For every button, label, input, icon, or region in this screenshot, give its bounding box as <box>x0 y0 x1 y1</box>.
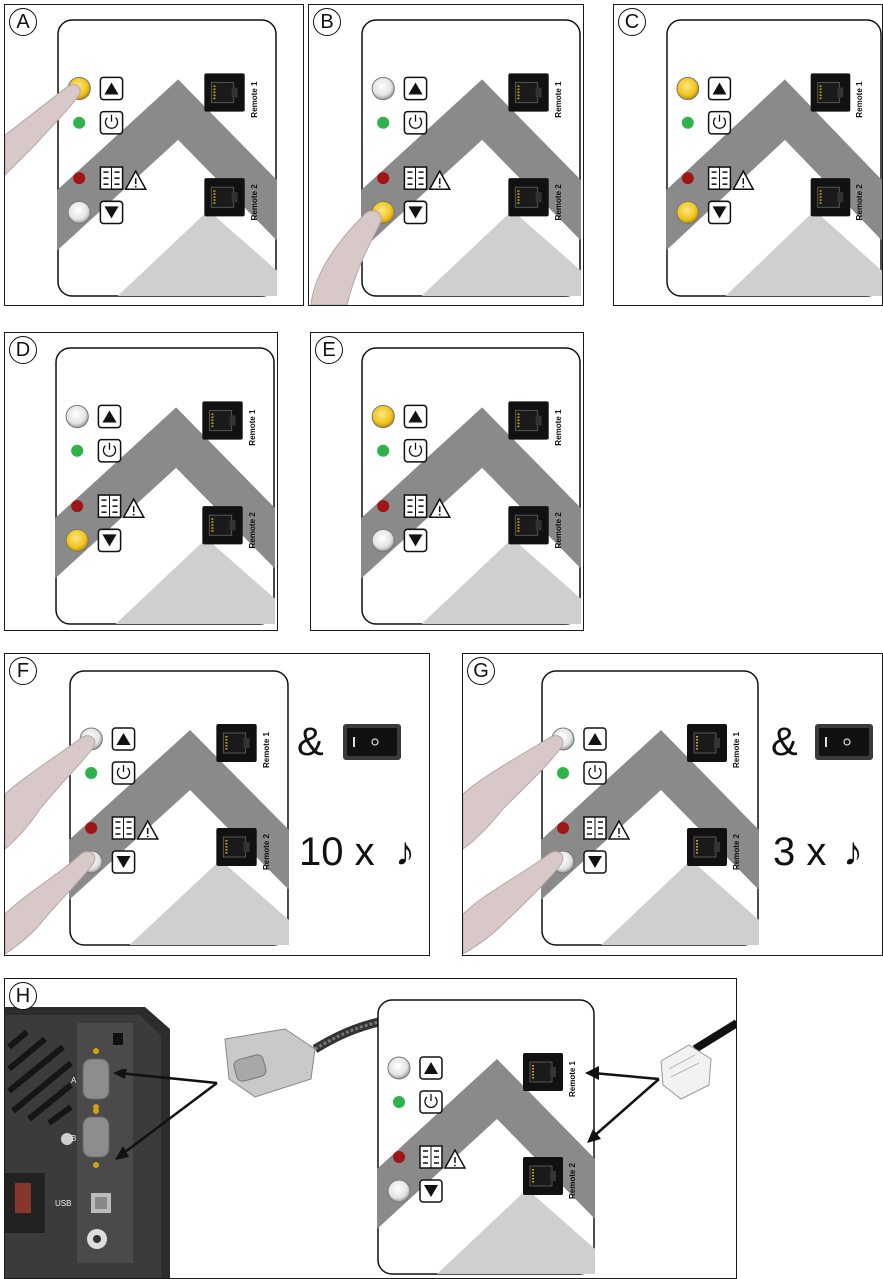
power-led <box>71 445 83 457</box>
remote-2-label: Remote 2 <box>554 184 563 221</box>
usb-label: USB <box>55 1199 71 1208</box>
port-a-label: A <box>71 1076 77 1085</box>
remote-1-jack <box>202 401 242 439</box>
panel-g: G Remote 1 Remote 2 & <box>462 653 883 956</box>
port-b-label: B <box>71 1134 76 1143</box>
serial-cable-connector <box>215 1009 385 1109</box>
pressing-finger <box>309 195 399 305</box>
power-led <box>393 1096 405 1108</box>
remote-1-jack <box>508 73 548 111</box>
power-led <box>682 117 694 129</box>
panel-a: A Remote 1 Remote 2 <box>4 4 304 306</box>
connection-arrows-left <box>105 1069 225 1169</box>
and-symbol: & <box>771 720 798 765</box>
remote-2-jack <box>202 506 242 544</box>
and-symbol: & <box>297 720 324 765</box>
remote-1-label: Remote 1 <box>250 81 259 118</box>
remote-2-jack <box>508 506 548 544</box>
panel-letter: E <box>315 336 343 364</box>
panel-letter: F <box>9 657 37 685</box>
remote-1-label: Remote 1 <box>248 409 257 446</box>
panel-letter: C <box>618 8 646 36</box>
panel-d: D Remote 1 Remote 2 <box>4 332 278 631</box>
controller-panel: Remote 1 Remote 2 <box>377 999 595 1275</box>
remote-1-label: Remote 1 <box>855 81 864 118</box>
beep-count: 10 x <box>299 830 375 875</box>
connection-arrows-right <box>575 1059 665 1149</box>
down-select-button[interactable] <box>388 1180 410 1202</box>
controller-panel: Remote 1 Remote 2 <box>55 347 275 625</box>
remote-2-label: Remote 2 <box>248 512 257 549</box>
remote-2-jack <box>687 828 727 866</box>
error-led <box>393 1151 405 1163</box>
remote-1-label: Remote 1 <box>554 81 563 118</box>
down-select-button[interactable] <box>677 201 699 223</box>
up-select-button[interactable] <box>372 405 394 427</box>
remote-1-label: Remote 1 <box>732 731 741 768</box>
remote-2-label: Remote 2 <box>732 833 741 870</box>
remote-2-label: Remote 2 <box>554 512 563 549</box>
error-led <box>377 500 389 512</box>
remote-1-jack <box>508 401 548 439</box>
remote-1-jack <box>204 73 244 111</box>
beep-count: 3 x <box>773 830 826 875</box>
up-select-button[interactable] <box>66 405 88 427</box>
remote-2-label: Remote 2 <box>855 184 864 221</box>
panel-f: F Remote 1 Remote 2 & <box>4 653 430 956</box>
pressing-finger <box>5 65 95 185</box>
remote-1-jack <box>216 724 256 762</box>
remote-2-label: Remote 2 <box>568 1162 577 1199</box>
panel-letter: B <box>313 8 341 36</box>
remote-2-label: Remote 2 <box>250 184 259 221</box>
remote-1-jack <box>523 1053 563 1091</box>
down-select-button[interactable] <box>372 529 394 551</box>
up-select-button[interactable] <box>677 77 699 99</box>
panel-e: E Remote 1 Remote 2 <box>310 332 584 631</box>
power-switch-icon <box>815 724 873 760</box>
remote-2-label: Remote 2 <box>262 834 271 870</box>
controller-panel: Remote 1 Remote 2 <box>666 19 882 297</box>
remote-1-jack <box>811 73 851 111</box>
panel-letter: H <box>9 982 37 1010</box>
remote-1-label: Remote 1 <box>554 409 563 446</box>
remote-1-label: Remote 1 <box>262 732 271 768</box>
error-led <box>377 172 389 184</box>
error-led <box>682 172 694 184</box>
down-select-button[interactable] <box>66 529 88 551</box>
down-select-button[interactable] <box>68 201 90 223</box>
controller-panel: Remote 1 Remote 2 <box>361 347 581 625</box>
panel-h: H A B USB <box>4 978 737 1279</box>
up-select-button[interactable] <box>388 1057 410 1079</box>
power-led <box>377 445 389 457</box>
panel-letter: D <box>9 336 37 364</box>
remote-2-jack <box>216 828 256 866</box>
error-led <box>71 500 83 512</box>
panel-b: B Remote 1 Remote 2 <box>308 4 584 306</box>
panel-letter: A <box>9 8 37 36</box>
rj-plug <box>655 1019 737 1119</box>
beep-note-icon: ♪ <box>395 830 415 875</box>
pressing-fingers <box>5 714 115 954</box>
up-select-button[interactable] <box>372 77 394 99</box>
power-switch-icon <box>343 724 401 760</box>
beep-note-icon: ♪ <box>843 830 863 875</box>
panel-c: C Remote 1 Remote 2 <box>613 4 883 306</box>
power-led <box>377 117 389 129</box>
remote-2-jack <box>811 178 851 216</box>
panel-letter: G <box>467 657 495 685</box>
remote-1-jack <box>687 724 727 762</box>
remote-2-jack <box>204 178 244 216</box>
pressing-fingers <box>463 714 578 954</box>
remote-2-jack <box>523 1157 563 1195</box>
remote-2-jack <box>508 178 548 216</box>
